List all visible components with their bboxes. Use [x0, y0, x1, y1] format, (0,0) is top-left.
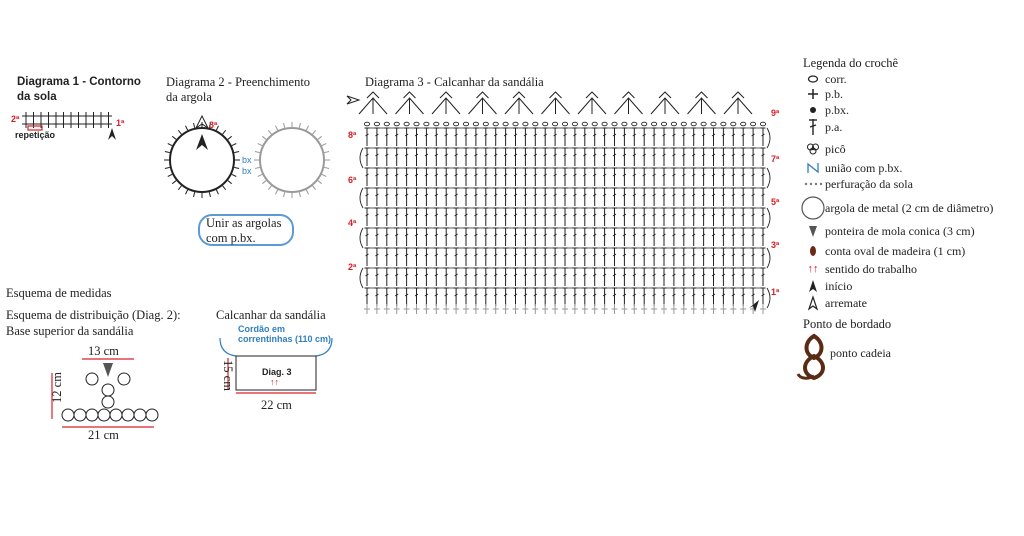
legend-item-dc: p.a.: [803, 118, 842, 136]
cord-label: Cordão em correntinhas (110 cm): [238, 324, 331, 344]
sole-base-title: Base superior da sandália: [6, 324, 134, 338]
legend-label-picot: picô: [825, 141, 846, 156]
start-arrow-icon: [809, 280, 817, 292]
legend-label-perforation: perfuração da sola: [825, 176, 913, 191]
diagram3-row-3: 3ª: [771, 240, 780, 250]
legend-item-bead: conta oval de madeira (1 cm): [803, 242, 965, 260]
legend-item-direction: ↑↑ sentido do trabalho: [803, 260, 917, 278]
diagram3-row-4: 4ª: [348, 218, 357, 228]
diagram1-repeat-label: repetição: [15, 130, 56, 140]
legend-item-perforation: perfuração da sola: [803, 175, 913, 193]
measures-title: Esquema de medidas: [6, 286, 112, 300]
diagram1-sole-chart: [22, 112, 116, 140]
diagram1-title-line1: Diagrama 1 - Contorno: [17, 76, 141, 88]
legend-label-chain: corr.: [825, 71, 847, 86]
finish-arrow-icon: [194, 114, 210, 130]
chain-embroidery-icon: [796, 333, 825, 381]
legend-label-dc: p.a.: [825, 119, 843, 134]
diagram3-row-5: 5ª: [771, 197, 780, 207]
legend-label-start: início: [825, 278, 853, 293]
legend-item-chain-stitch: ponto cadeia: [796, 332, 926, 382]
diagram2-title-line1: Diagrama 2 - Preenchimento: [166, 75, 311, 89]
join-note-line2: com p.bx.: [206, 231, 256, 245]
diagram3-row-9: 9ª: [771, 108, 780, 118]
legend-item-join: união com p.bx.: [803, 159, 902, 177]
double-crochet-icon: [809, 119, 817, 135]
spring-tip-icon: [809, 226, 817, 237]
diagram1-row-right: 1ª: [116, 118, 125, 128]
embroidery-title: Ponto de bordado: [803, 317, 892, 331]
join-slst-icon: [807, 162, 819, 174]
metal-ring-left: [169, 127, 235, 193]
spring-cone-icon: [103, 363, 113, 377]
legend-label-join: união com p.bx.: [825, 160, 903, 175]
legend-label-slst: p.bx.: [825, 102, 849, 117]
join-rings-note: Unir as argolas com p.bx.: [198, 214, 294, 246]
diagram1-title-line2: da sola: [17, 91, 57, 103]
slip-stitch-icon: [810, 107, 816, 113]
diagram1-title: Diagrama 1 - Contorno da sola: [17, 75, 141, 105]
heel-scheme-diagram: [219, 337, 333, 394]
legend-item-ring: argola de metal (2 cm de diâmetro): [801, 196, 994, 220]
finish-arrow-icon: [807, 295, 819, 311]
legend-item-chain: corr.: [803, 70, 847, 88]
heel-height: 15 cm: [220, 360, 235, 391]
legend-item-picot: picô: [803, 140, 846, 158]
diagram2-title-line2: da argola: [166, 90, 212, 104]
diagram3-row-6: 6ª: [348, 175, 357, 185]
diagram3-row-1: 1ª: [771, 287, 780, 297]
diagram2-row-top: 3ª: [209, 120, 218, 130]
sole-distribution-diagram: [51, 358, 159, 428]
legend-title: Legenda do crochê: [803, 56, 899, 70]
legend-item-cone: ponteira de mola conica (3 cm): [803, 222, 975, 240]
legend-label-cone: ponteira de mola conica (3 cm): [825, 223, 975, 238]
sole-perforation-icon: [804, 182, 823, 186]
diagram3-title: Diagrama 3 - Calcanhar da sandália: [365, 75, 544, 89]
chain-stitch-icon: [807, 75, 819, 83]
diagram3-row-7: 7ª: [771, 154, 780, 164]
heel-title: Calcanhar da sandália: [216, 308, 326, 322]
legend-item-slst: p.bx.: [803, 101, 849, 119]
diagram2-bx-1: bx: [242, 155, 252, 165]
cord-label-line1: Cordão em: [238, 324, 286, 334]
legend-label-sc: p.b.: [825, 86, 843, 101]
legend-item-sc: p.b.: [803, 85, 843, 103]
diagram3-row-8: 8ª: [348, 130, 357, 140]
diagram3-row-2: 2ª: [348, 262, 357, 272]
metal-ring-icon: [801, 196, 825, 220]
metal-ring-right: [259, 127, 325, 193]
distribution-title: Esquema de distribuição (Diag. 2):: [6, 308, 181, 322]
start-arrow-icon: [196, 134, 208, 150]
work-direction-icon: ↑↑: [807, 263, 819, 275]
join-note-line1: Unir as argolas: [206, 216, 282, 230]
diagram3-heel-chart: [346, 91, 771, 314]
sole-bottom-width: 21 cm: [88, 428, 119, 442]
diagram2-rings-chart: [164, 114, 330, 198]
legend-label-bead: conta oval de madeira (1 cm): [825, 243, 966, 258]
sole-top-width: 13 cm: [88, 344, 119, 358]
heel-direction-arrows: ↑↑: [270, 377, 279, 387]
legend-label-direction: sentido do trabalho: [825, 261, 917, 276]
heel-diagram-label: Diag. 3: [262, 367, 292, 377]
diagram2-bx-2: bx: [242, 166, 252, 176]
legend-label-finish: arremate: [825, 295, 867, 310]
heel-width: 22 cm: [261, 398, 292, 412]
legend-item-start: início: [803, 277, 852, 295]
wooden-bead-icon: [810, 246, 816, 256]
legend-label-ring: argola de metal (2 cm de diâmetro): [825, 200, 994, 215]
picot-icon: [807, 143, 819, 155]
single-crochet-icon: [808, 89, 818, 99]
legend-label-chain-stitch: ponto cadeia: [830, 346, 891, 360]
cord-label-line2: correntinhas (110 cm): [238, 334, 332, 344]
legend-item-finish: arremate: [803, 294, 867, 312]
diagram2-title: Diagrama 2 - Preenchimento da argola: [166, 75, 310, 105]
diagram1-row-left: 2ª: [11, 114, 20, 124]
